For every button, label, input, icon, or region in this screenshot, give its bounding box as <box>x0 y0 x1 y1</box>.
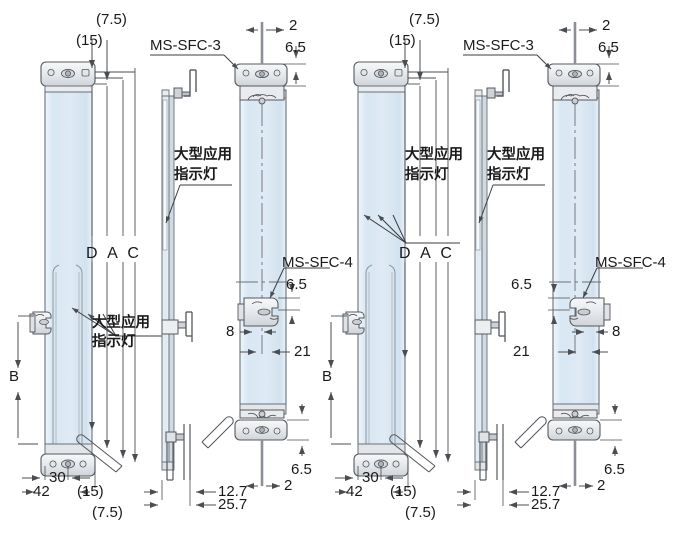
detail-mid-bracket-right <box>569 297 611 327</box>
detail-top-bracket-right <box>547 22 601 105</box>
view-front-left <box>40 61 96 477</box>
dim-30-left: 30 <box>49 469 66 486</box>
dim-12_7-left: 12.7 <box>218 483 248 500</box>
dim-dac-right: D A C <box>399 245 455 262</box>
dimension-detail-bottom-right <box>559 404 622 489</box>
dim-8-left: 8 <box>226 323 235 340</box>
dim-6_5-mid-left: 6.5 <box>286 276 307 293</box>
dim-2-bottom-left: 2 <box>284 477 293 494</box>
detail-mid-bracket-left <box>237 297 279 327</box>
indicator-label-side-right-l2: 指示灯 <box>487 167 531 183</box>
dimension-detail-bottom-left <box>246 404 309 489</box>
indicator-label-front-left-l1: 大型应用 <box>92 315 150 331</box>
dim-21-left: 21 <box>294 343 311 360</box>
side-bottom-bracket-right <box>478 424 504 481</box>
dim-2-top-right: 2 <box>602 17 611 34</box>
indicator-label-side-left-l1: 大型应用 <box>174 147 232 163</box>
side-bottom-bracket-left <box>165 424 191 481</box>
side-mid-bracket-left <box>161 311 193 342</box>
dimension-side-bottom-right <box>457 480 529 508</box>
dim-6_5-top-right: 6.5 <box>598 39 619 56</box>
part-label-msfc3-left: MS-SFC-3 <box>150 37 221 54</box>
dim-6_5-bottom-left: 6.5 <box>291 461 312 478</box>
detail-bottom-bracket-right <box>514 409 601 486</box>
view-detail-right <box>552 89 600 415</box>
dimension-bottom-left <box>22 466 96 495</box>
dimension-detail-mid-left <box>240 284 300 355</box>
dim-12_7-right: 12.7 <box>531 483 561 500</box>
dimension-lines-top-left <box>89 40 138 462</box>
dim-21-right: 21 <box>513 343 530 360</box>
view-side-right <box>474 89 488 471</box>
dimension-bottom-right <box>335 466 409 495</box>
dim-8-right: 8 <box>612 323 621 340</box>
part-leader-msfc4-left <box>269 267 330 299</box>
dimension-detail-top-left <box>246 27 306 87</box>
dim-B-right: B <box>322 368 333 385</box>
dimension-side-bottom-left <box>144 480 216 508</box>
dim-7_5-bottom-right: (7.5) <box>405 504 436 521</box>
dim-dac-left: D A C <box>86 245 142 262</box>
part-label-msfc4-left: MS-SFC-4 <box>282 254 353 271</box>
dimension-detail-top-right <box>559 27 619 87</box>
mid-bracket-front-left <box>29 311 52 335</box>
dim-7_5-top-right: (7.5) <box>409 11 440 28</box>
view-detail-left <box>239 89 287 415</box>
indicator-label-side-right-l1: 大型应用 <box>487 147 545 163</box>
dim-2-bottom-right: 2 <box>597 477 606 494</box>
detail-centerline-right <box>549 104 601 354</box>
dim-42-left: 42 <box>33 483 50 500</box>
view-side-left <box>161 89 175 471</box>
mounting-leg-front-left <box>76 434 123 473</box>
detail-top-bracket-left <box>234 22 288 105</box>
indicator-callout-right-front <box>363 214 460 244</box>
dim-7_5-bottom-left: (7.5) <box>92 504 123 521</box>
dim-B-left: B <box>9 368 20 385</box>
dim-15-top-right: (15) <box>389 32 416 49</box>
indicator-label-front-right-l2: 指示灯 <box>405 167 449 183</box>
mounting-leg-front-right <box>389 434 436 473</box>
dimension-B-left <box>15 315 38 445</box>
part-leader-msfc3-right <box>463 54 552 70</box>
part-leader-msfc4-right <box>582 267 643 299</box>
indicator-callout-left-front <box>71 307 170 337</box>
detail-bottom-bracket-left <box>201 409 288 486</box>
dim-42-right: 42 <box>346 483 363 500</box>
dim-6_5-top-left: 6.5 <box>285 39 306 56</box>
dimension-lines-top-right <box>402 40 451 462</box>
indicator-callout-right-side <box>478 184 545 224</box>
dim-6_5-mid-right: 6.5 <box>511 276 532 293</box>
dimension-B-right <box>328 315 351 445</box>
side-top-bracket-right <box>486 69 510 99</box>
side-top-bracket-left <box>173 69 197 99</box>
dim-15-bottom-right: (15) <box>390 483 417 500</box>
indicator-callout-left-side <box>165 184 232 224</box>
dim-25_7-left: 25.7 <box>218 496 248 513</box>
dim-2-top-left: 2 <box>289 17 298 34</box>
dim-7_5-top-left: (7.5) <box>96 11 127 28</box>
dim-15-top-left: (15) <box>76 32 103 49</box>
dim-30-right: 30 <box>362 469 379 486</box>
dimension-detail-mid-right <box>548 284 608 355</box>
indicator-label-front-left-l2: 指示灯 <box>92 334 136 350</box>
view-front-right <box>353 61 409 477</box>
part-label-msfc4-right: MS-SFC-4 <box>595 254 666 271</box>
side-mid-bracket-right <box>474 311 506 342</box>
part-leader-msfc3-left <box>150 54 239 70</box>
dim-6_5-bottom-right: 6.5 <box>604 461 625 478</box>
part-label-msfc3-right: MS-SFC-3 <box>463 37 534 54</box>
dim-15-bottom-left: (15) <box>77 483 104 500</box>
indicator-label-front-right-l1: 大型应用 <box>405 147 463 163</box>
mid-bracket-front-right <box>342 311 365 335</box>
dim-25_7-right: 25.7 <box>531 496 561 513</box>
indicator-label-side-left-l2: 指示灯 <box>174 167 218 183</box>
